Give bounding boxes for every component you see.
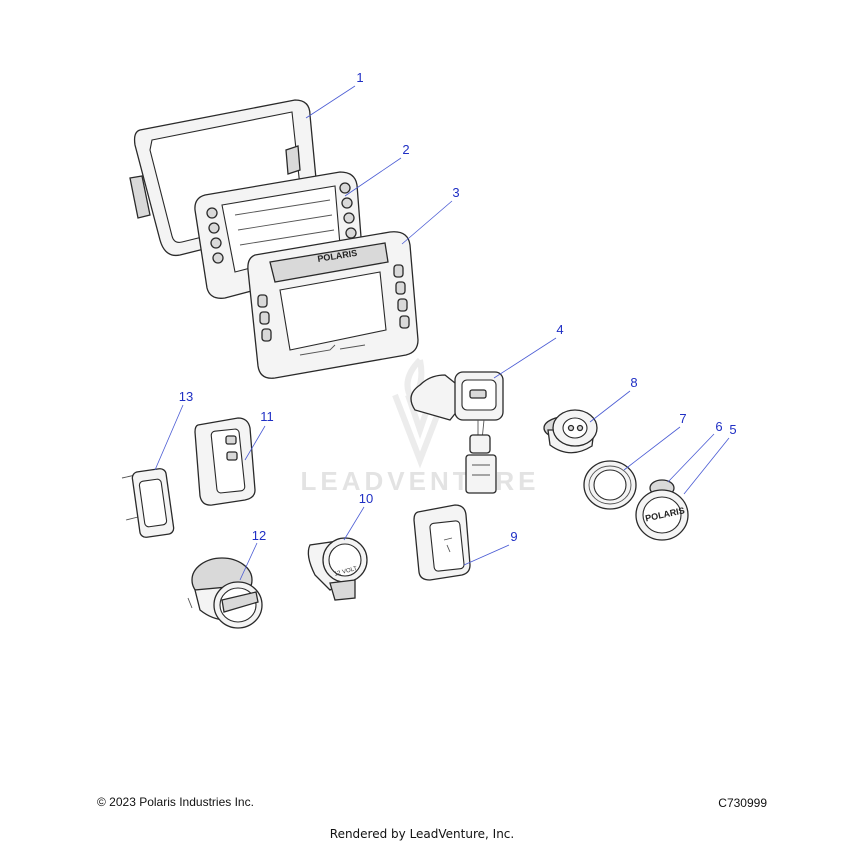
leadventure-watermark: LEADVENTURE [300, 357, 539, 496]
outlet-label-text: 12 VOLT [334, 566, 359, 578]
callout-6[interactable]: 6 [715, 419, 722, 434]
callout-9[interactable]: 9 [510, 529, 517, 544]
leader-lines [154, 85, 730, 581]
callout-4[interactable]: 4 [556, 322, 563, 337]
watermark-text: LEADVENTURE [300, 466, 539, 496]
callout-8[interactable]: 8 [630, 375, 637, 390]
diagram-code: C730999 [718, 796, 767, 810]
callout-10[interactable]: 10 [359, 491, 373, 506]
part-8-socket-base[interactable] [543, 409, 598, 454]
copyright-text: © 2023 Polaris Industries Inc. [97, 795, 254, 809]
callout-7[interactable]: 7 [679, 411, 686, 426]
part-9-rocker-switch[interactable] [413, 504, 471, 581]
callout-labels: 1 2 3 4 5 6 7 8 9 10 11 12 13 [179, 70, 737, 544]
callout-11[interactable]: 11 [260, 409, 274, 424]
rendered-by-text: Rendered by LeadVenture, Inc. [329, 827, 515, 841]
callout-12[interactable]: 12 [252, 528, 266, 543]
part-5-6-socket-cover[interactable]: POLARIS [635, 479, 689, 541]
callout-1[interactable]: 1 [356, 70, 363, 85]
part-4-usb-socket[interactable] [410, 371, 504, 494]
callout-3[interactable]: 3 [452, 185, 459, 200]
part-7-ring-nut[interactable] [583, 460, 637, 510]
callout-5[interactable]: 5 [729, 422, 736, 437]
callout-2[interactable]: 2 [402, 142, 409, 157]
part-10-12v-outlet[interactable]: 12 VOLT [307, 537, 368, 601]
part-12-rotary-knob[interactable] [187, 557, 263, 629]
part-11-switch[interactable] [194, 417, 256, 506]
callout-13[interactable]: 13 [179, 389, 193, 404]
part-13-rocker-switch[interactable] [121, 468, 175, 538]
part-3-bezel[interactable]: POLARIS [247, 231, 419, 379]
